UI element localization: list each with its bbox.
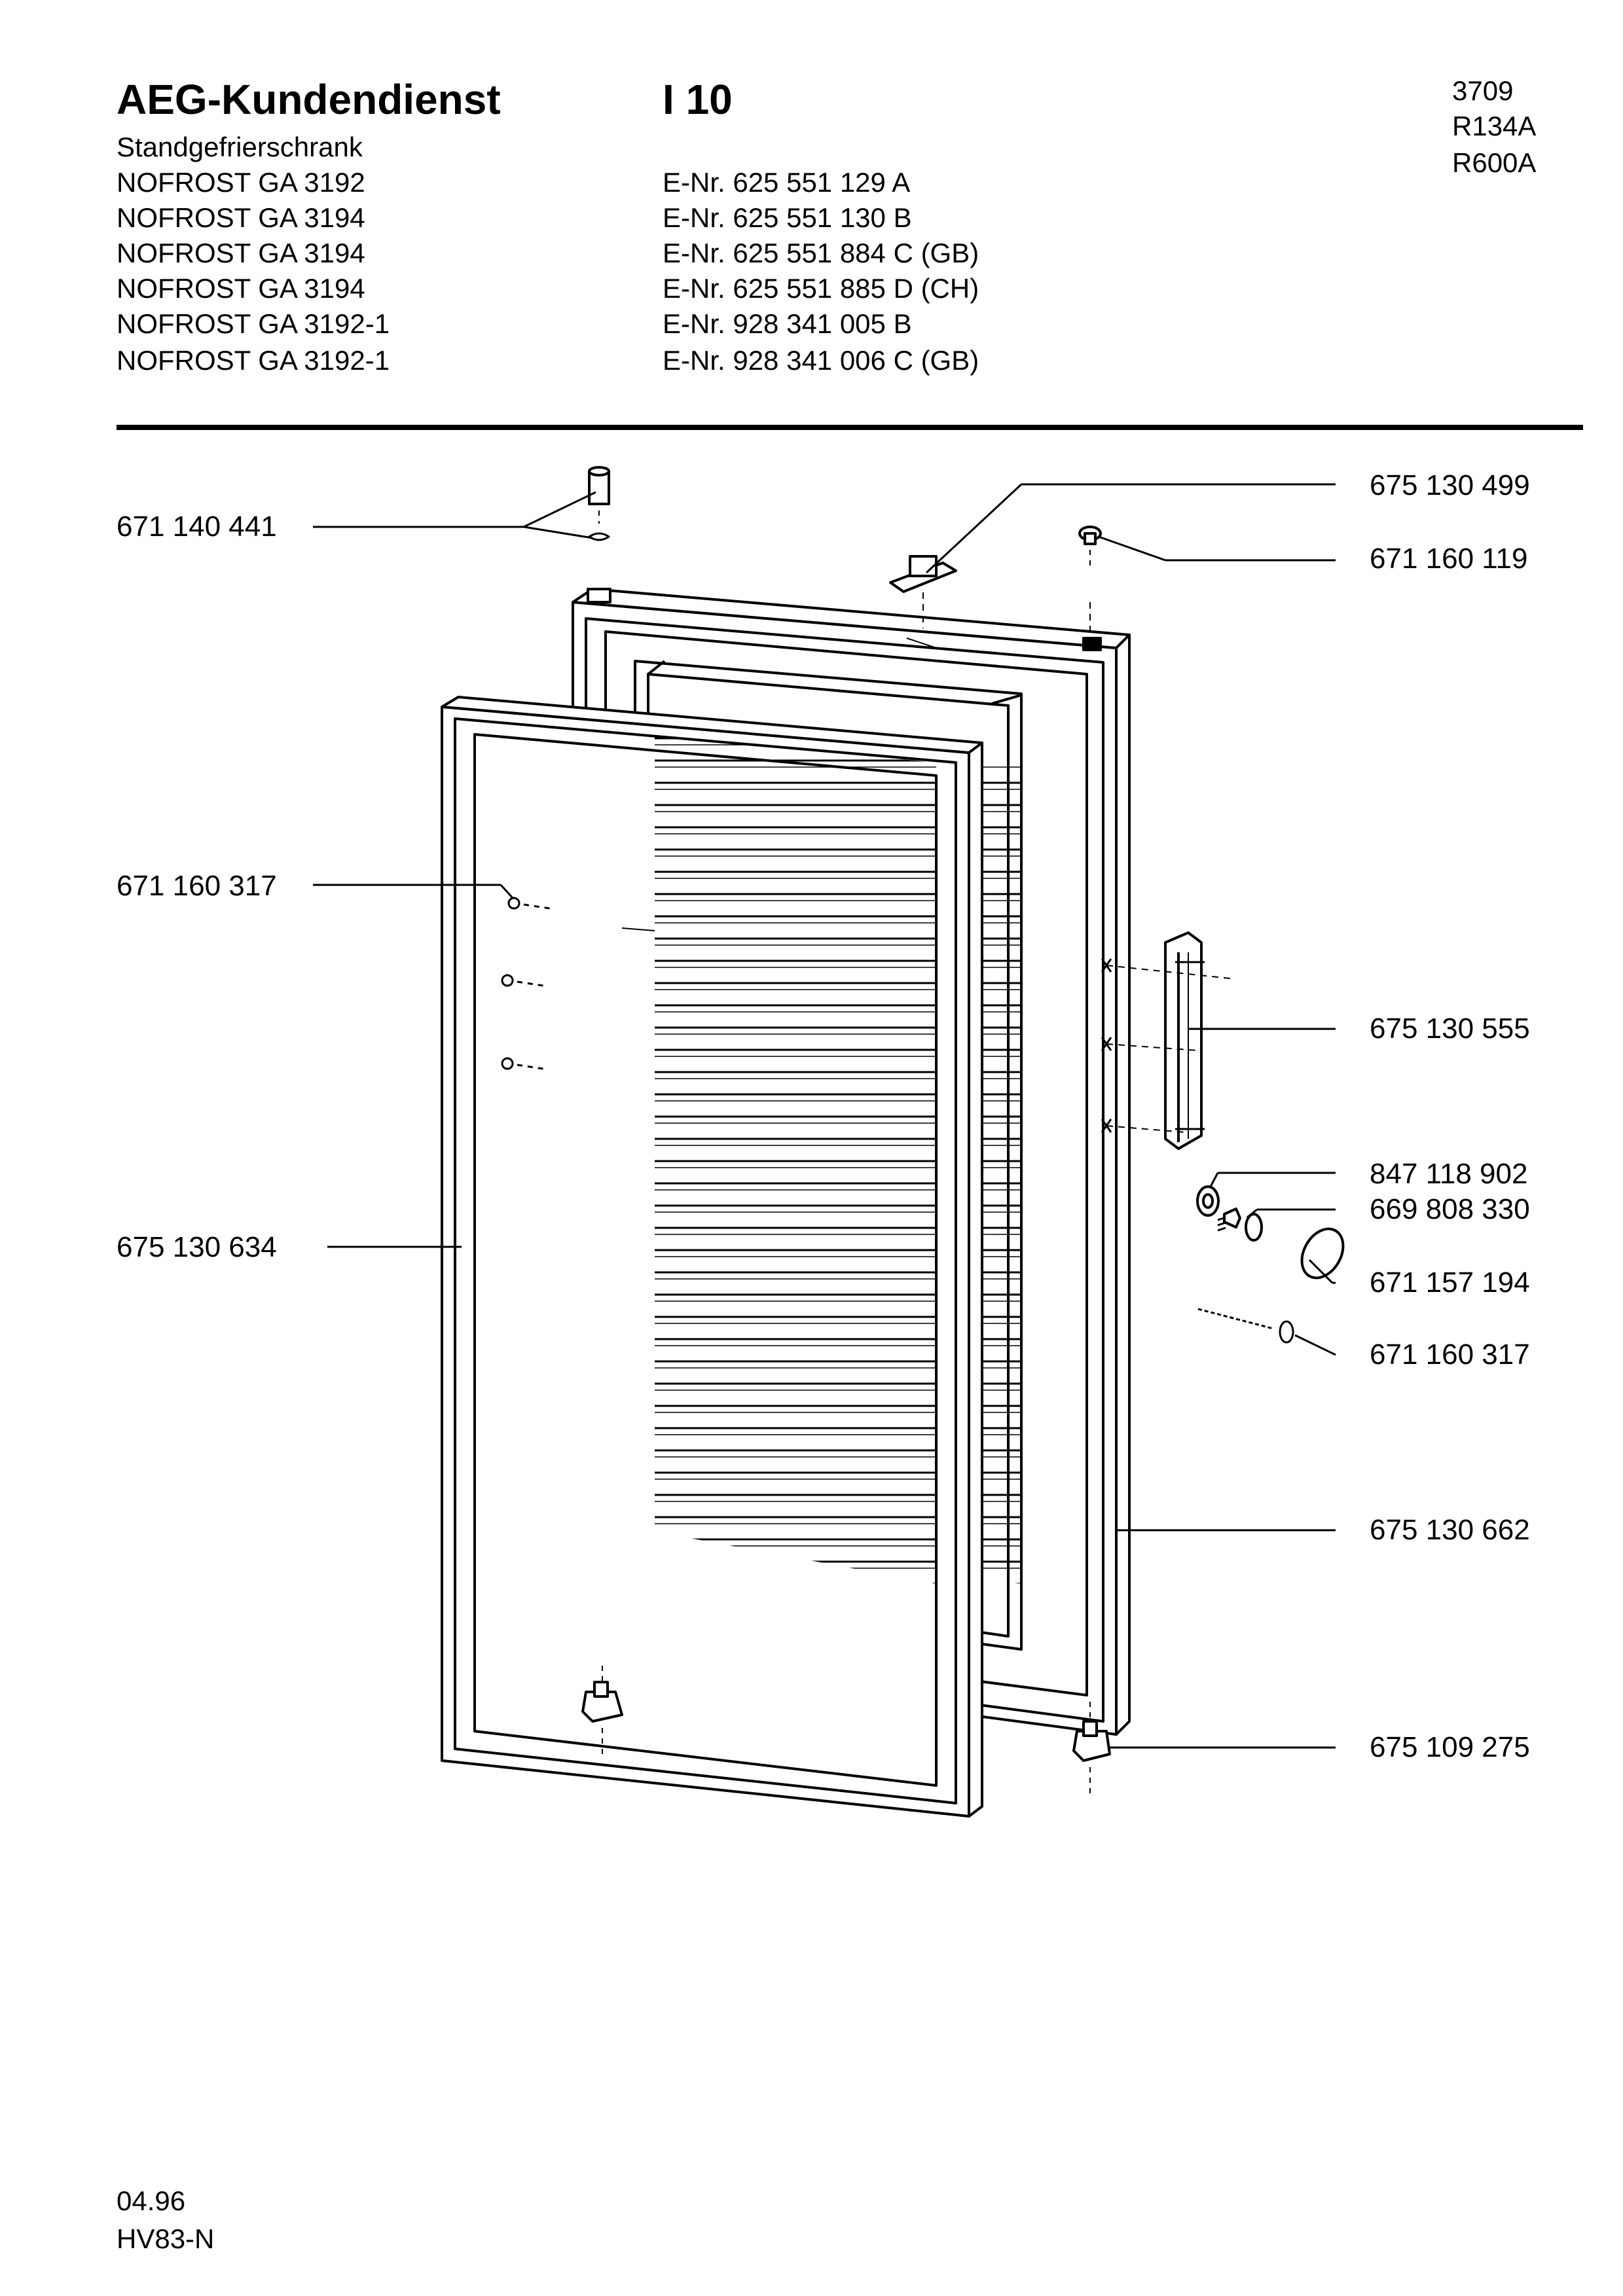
footer-date: 04.96 bbox=[117, 2185, 186, 2216]
code-3: R600A bbox=[1452, 147, 1537, 178]
model-6: NOFROST GA 3192-1 bbox=[117, 345, 390, 376]
part-label: 675 109 275 bbox=[1370, 1731, 1530, 1763]
enr-5: E-Nr. 928 341 005 B bbox=[663, 308, 912, 339]
enr-3: E-Nr. 625 551 884 C (GB) bbox=[663, 238, 979, 268]
code-1: 3709 bbox=[1452, 75, 1514, 106]
bottom-hinge-right bbox=[1072, 1702, 1111, 1793]
part-label: 671 157 194 bbox=[1370, 1266, 1530, 1299]
top-cap bbox=[1078, 526, 1102, 651]
enr-4: E-Nr. 625 551 885 D (CH) bbox=[663, 273, 979, 304]
screws-left bbox=[501, 897, 655, 1070]
part-label: 675 130 555 bbox=[1370, 1013, 1530, 1045]
part-label: 675 130 662 bbox=[1370, 1514, 1530, 1546]
part-label: 671 160 317 bbox=[1370, 1338, 1530, 1371]
enr-6: E-Nr. 928 341 006 C (GB) bbox=[663, 345, 979, 376]
brand-title: AEG-Kundendienst bbox=[117, 76, 501, 123]
product-type: Standgefrierschrank bbox=[117, 132, 363, 162]
code-2: R134A bbox=[1452, 111, 1537, 141]
model-1: NOFROST GA 3192 bbox=[117, 167, 365, 198]
enr-1: E-Nr. 625 551 129 A bbox=[663, 167, 911, 198]
part-label: 671 160 119 bbox=[1370, 543, 1528, 575]
part-label: 675 130 634 bbox=[117, 1231, 277, 1263]
door-handle bbox=[1101, 931, 1231, 1150]
part-label: 675 130 499 bbox=[1370, 469, 1530, 501]
footer-ref: HV83-N bbox=[117, 2223, 215, 2254]
door-gasket bbox=[441, 696, 983, 1818]
part-label: 669 808 330 bbox=[1370, 1193, 1530, 1225]
top-hinge-bracket bbox=[889, 555, 957, 649]
model-2: NOFROST GA 3194 bbox=[117, 202, 365, 233]
enr-2: E-Nr. 625 551 130 B bbox=[663, 202, 912, 233]
model-3: NOFROST GA 3194 bbox=[117, 238, 365, 268]
leader-lines bbox=[313, 483, 1336, 1749]
model-5: NOFROST GA 3192-1 bbox=[117, 308, 390, 339]
hinge-pin-top bbox=[587, 466, 611, 603]
part-label: 671 140 441 bbox=[117, 511, 277, 543]
bottom-hinge-left bbox=[581, 1666, 623, 1754]
long-screw bbox=[1197, 1308, 1294, 1344]
model-4: NOFROST GA 3194 bbox=[117, 273, 365, 304]
washer-screw-cap bbox=[1196, 1185, 1345, 1280]
header-rule bbox=[117, 425, 1583, 430]
part-label: 671 160 317 bbox=[117, 870, 277, 902]
section-title: I 10 bbox=[663, 76, 733, 123]
part-label: 847 118 902 bbox=[1370, 1158, 1528, 1190]
